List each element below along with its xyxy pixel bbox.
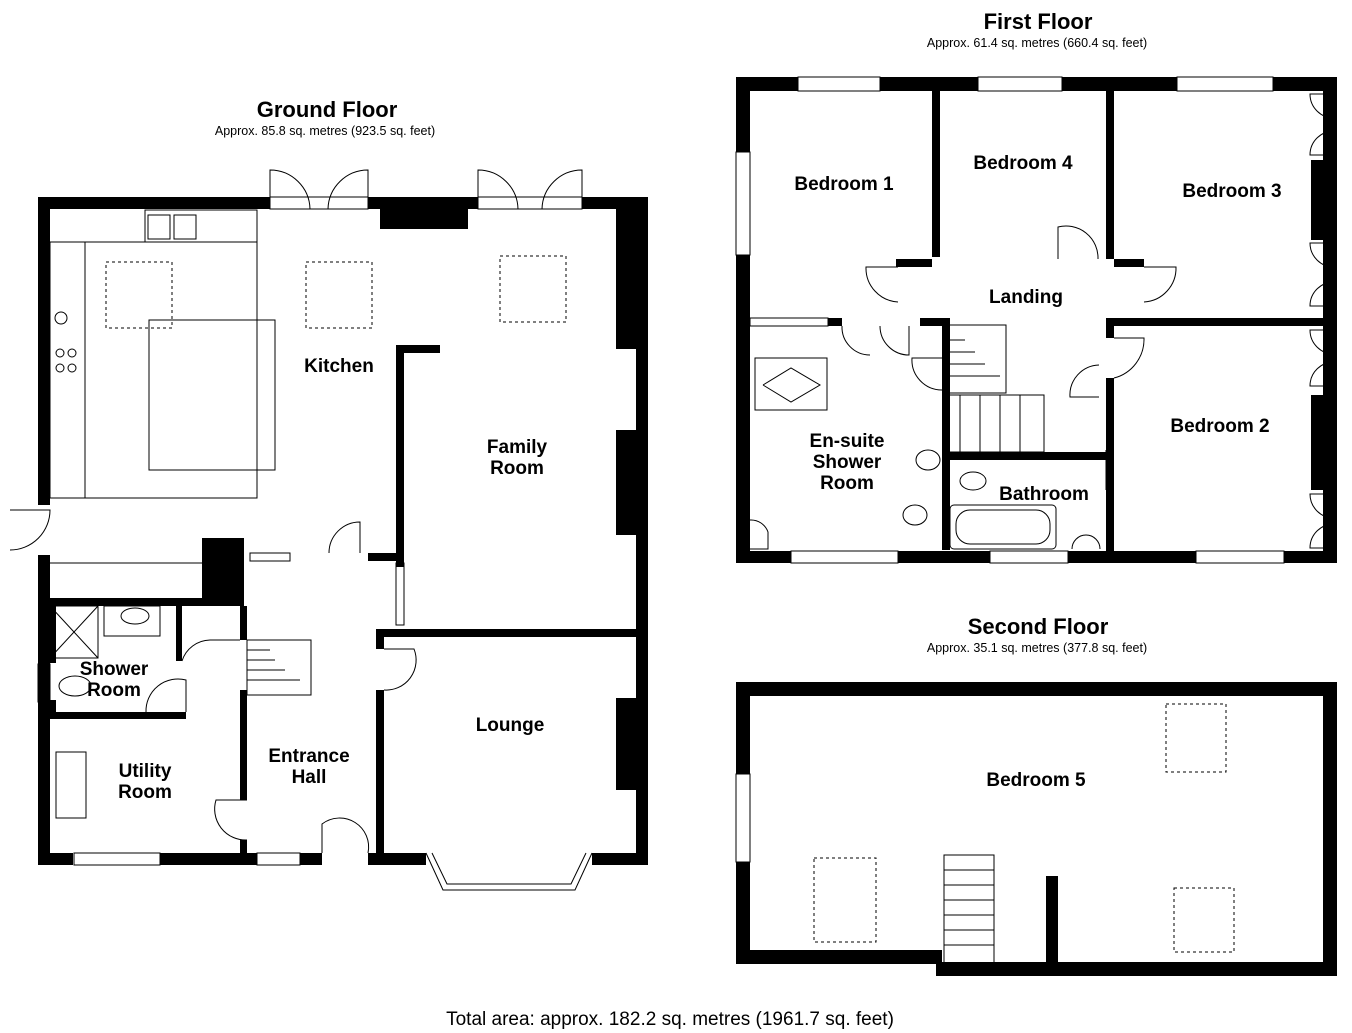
first-floor-title: First Floor <box>984 9 1093 34</box>
ground-floor-title: Ground Floor <box>257 97 398 122</box>
room-label-shower-room: Shower <box>80 659 149 680</box>
first-floor-plan <box>735 76 1337 564</box>
room-label-lounge: Lounge <box>476 715 545 736</box>
room-label-landing: Landing <box>989 287 1063 308</box>
room-label-family-room: Family <box>487 437 548 458</box>
first-floor-area: Approx. 61.4 sq. metres (660.4 sq. feet) <box>927 36 1147 50</box>
room-label-utility-room: Utility <box>119 761 172 782</box>
ground-floor-plan <box>9 169 648 891</box>
total-area: Total area: approx. 182.2 sq. metres (19… <box>446 1009 894 1030</box>
ground-floor-area: Approx. 85.8 sq. metres (923.5 sq. feet) <box>215 124 435 138</box>
room-label-ensuite-line3: Room <box>820 473 874 494</box>
room-label-bedroom-1: Bedroom 1 <box>794 174 894 195</box>
second-floor-title: Second Floor <box>968 614 1109 639</box>
second-floor-area: Approx. 35.1 sq. metres (377.8 sq. feet) <box>927 641 1147 655</box>
room-label-ensuite-line2: Shower <box>813 452 882 473</box>
room-label-entrance-hall: Entrance <box>268 746 349 767</box>
room-label-entrance-hall-line2: Hall <box>292 767 327 788</box>
room-label-bathroom: Bathroom <box>999 484 1089 505</box>
room-label-bedroom-5: Bedroom 5 <box>986 770 1086 791</box>
room-label-utility-room-line2: Room <box>118 782 172 803</box>
room-label-shower-room-line2: Room <box>87 680 141 701</box>
room-label-family-room-line2: Room <box>490 458 544 479</box>
room-label-kitchen: Kitchen <box>304 356 374 377</box>
room-label-bedroom-4: Bedroom 4 <box>973 153 1073 174</box>
room-label-bedroom-3: Bedroom 3 <box>1182 181 1281 202</box>
room-label-bedroom-2: Bedroom 2 <box>1170 416 1269 437</box>
room-label-ensuite: En-suite <box>810 431 885 452</box>
second-floor-plan <box>735 682 1337 976</box>
